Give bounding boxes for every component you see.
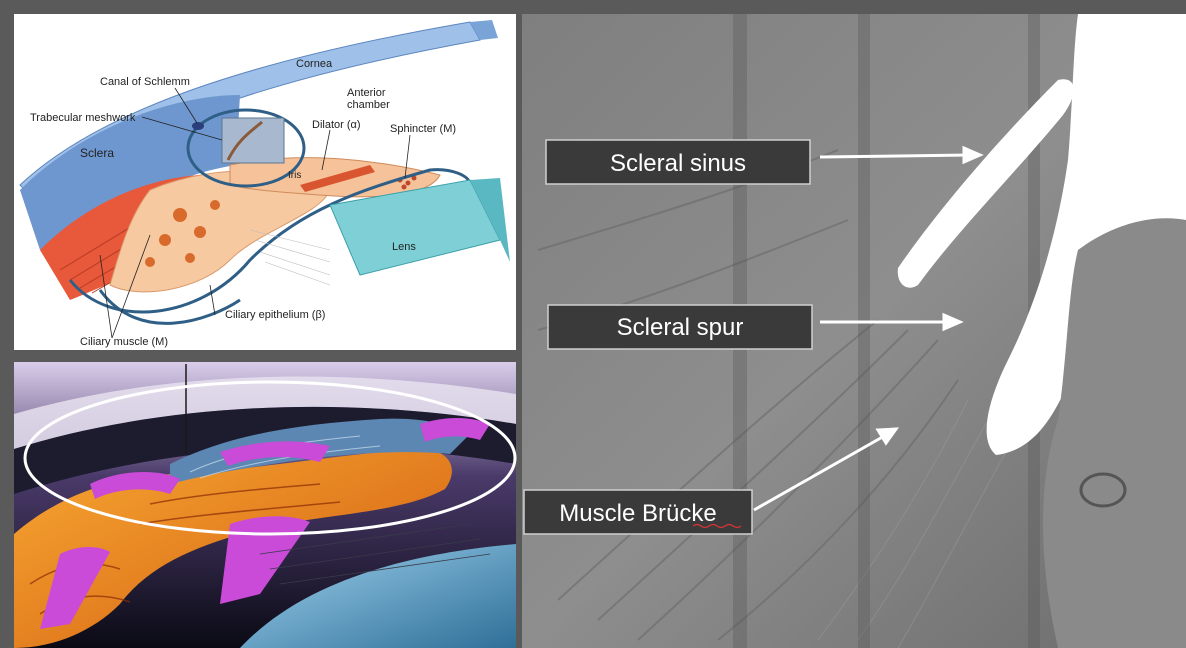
callout-text-muscle-brucke: Muscle Brücke [559,500,716,527]
canal-of-schlemm-mark [192,122,204,130]
label-ciliary-muscle: Ciliary muscle (M) [80,336,168,348]
callout-text-scleral-spur: Scleral spur [617,314,744,341]
label-dilator: Dilator (α) [312,119,361,131]
histology-micrograph: Scleral sinus Scleral spur Muscle Brücke [518,0,1186,648]
label-ciliary-epithelium: Ciliary epithelium (β) [225,309,325,321]
label-anterior-chamber-1: Anterior [347,87,386,99]
label-trabecular-meshwork: Trabecular meshwork [30,112,136,124]
callout-text-scleral-sinus: Scleral sinus [610,150,746,177]
arrow-scleral-sinus [820,155,970,157]
histology-panel: Scleral sinus Scleral spur Muscle Brücke [518,0,1186,648]
callout-scleral-spur: Scleral spur [548,305,812,349]
anatomy-diagram-panel: Canal of Schlemm Trabecular meshwork Scl… [0,0,518,354]
label-canal-of-schlemm: Canal of Schlemm [100,76,190,88]
3d-illustration-panel [0,354,518,648]
label-sclera: Sclera [80,146,114,160]
label-anterior-chamber-2: chamber [347,99,390,111]
label-cornea: Cornea [296,58,333,70]
label-iris: Iris [288,170,301,181]
label-sphincter: Sphincter (M) [390,123,456,135]
callout-muscle-brucke: Muscle Brücke [524,490,752,534]
anatomy-diagram: Canal of Schlemm Trabecular meshwork Scl… [0,0,518,354]
callout-scleral-sinus: Scleral sinus [546,140,810,184]
3d-illustration [0,354,518,648]
label-lens: Lens [392,241,416,253]
